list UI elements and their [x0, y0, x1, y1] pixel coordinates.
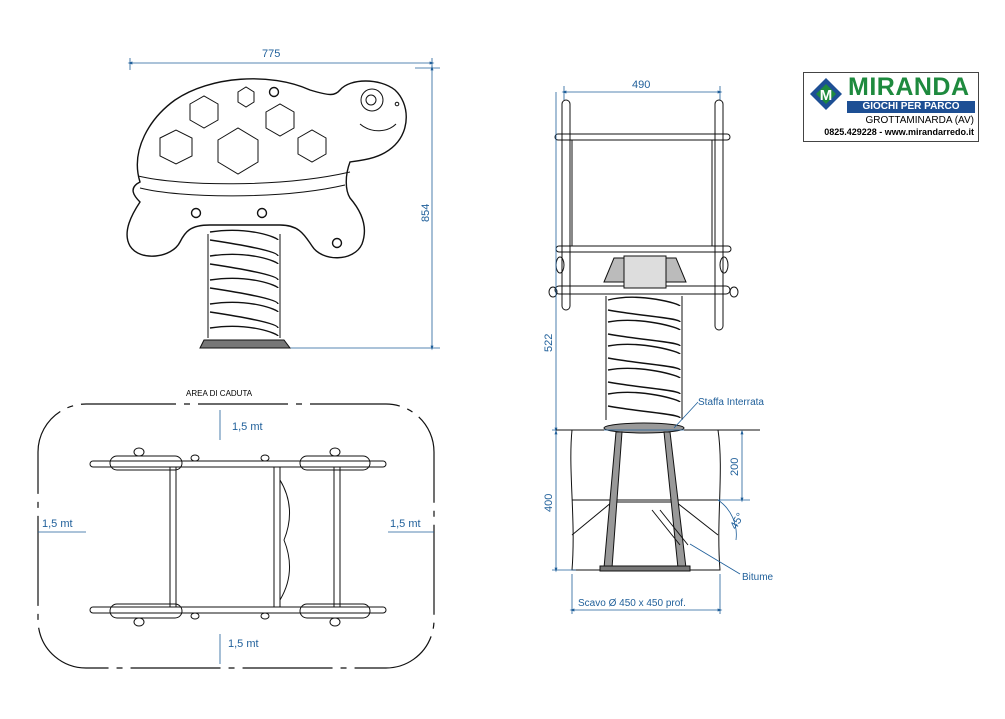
excavation-label: Scavo Ø 450 x 450 prof.: [578, 598, 686, 609]
shell-hexagons: [159, 86, 327, 175]
margin-top-label: 1,5 mt: [232, 421, 263, 433]
hole: [256, 207, 268, 219]
hole: [190, 207, 202, 219]
fall-area-boundary: [37, 403, 435, 669]
brand-name: MIRANDA: [848, 73, 970, 101]
front-view: 775 854: [126, 48, 440, 351]
side-view: 490 522: [543, 79, 774, 614]
spring-mount: [603, 255, 687, 289]
buried-plate-label: Staffa Interrata: [698, 397, 764, 408]
svg-text:M: M: [820, 87, 833, 104]
front-width-dimension: 775: [262, 48, 280, 60]
buried-plate: [599, 431, 691, 572]
front-spring: [209, 229, 279, 337]
side-seat: [548, 99, 739, 331]
margin-right-label: 1,5 mt: [390, 518, 421, 530]
front-base: [199, 339, 291, 349]
brand-tagline: GIOCHI PER PARCO: [847, 101, 975, 113]
brand-contact: 0825.429228 - www.mirandarredo.it: [824, 127, 974, 137]
hole: [268, 86, 280, 98]
hole: [331, 237, 343, 249]
turtle-body-outline: [126, 78, 407, 259]
fall-area-label: AREA DI CADUTA: [186, 389, 253, 398]
margin-bottom-label: 1,5 mt: [228, 638, 259, 650]
margin-left-label: 1,5 mt: [42, 518, 73, 530]
top-view-frame: [89, 447, 387, 627]
front-height-dimension: 854: [420, 204, 432, 222]
bitumen-label: Bitume: [742, 572, 774, 583]
company-logo: M MIRANDA GIOCHI PER PARCO GROTTAMINARDA…: [803, 72, 979, 142]
brand-city: GROTTAMINARDA (AV): [865, 115, 974, 126]
spring-height-dimension: 522: [543, 334, 555, 352]
top-view: AREA DI CADUTA 1,5 mt 1,5 mt 1,5 mt 1,5 …: [37, 389, 435, 669]
miranda-logo-mark: M: [810, 78, 842, 110]
side-base-plate: [603, 422, 685, 434]
side-width-dimension: 490: [632, 79, 650, 91]
turtle-eye: [360, 88, 384, 112]
side-spring: [607, 296, 681, 419]
excavation-depth-dimension: 400: [543, 494, 555, 512]
plate-depth-dimension: 200: [729, 458, 741, 476]
